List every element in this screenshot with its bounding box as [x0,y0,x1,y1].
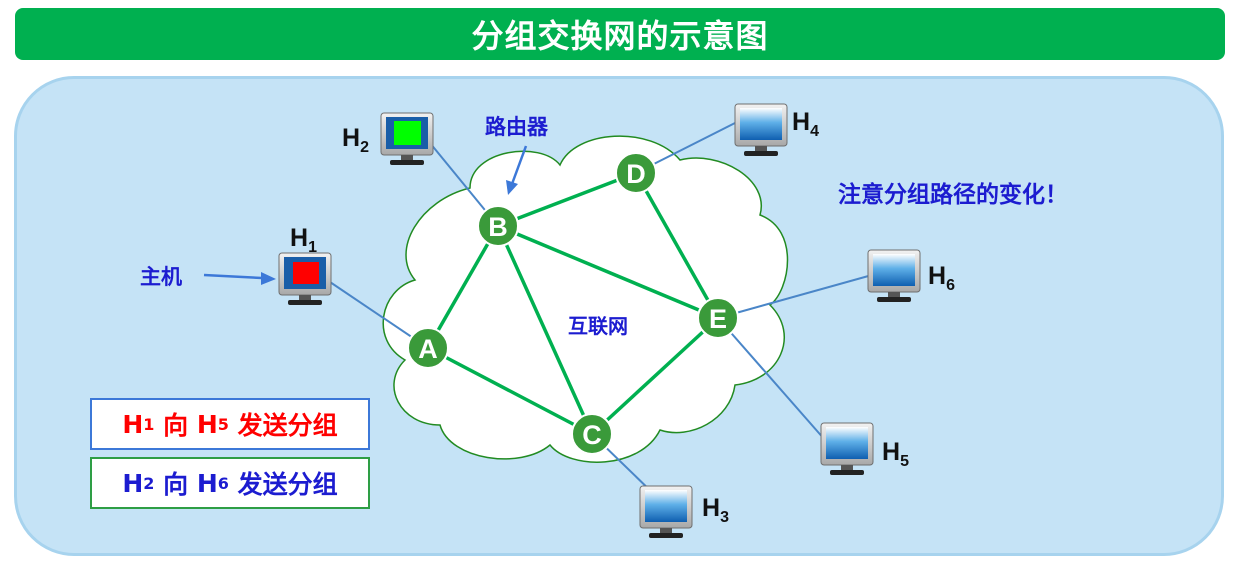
link-h6-e [717,274,873,319]
host-arrow-icon [203,272,276,285]
svg-text:A: A [418,334,438,364]
svg-text:D: D [626,159,646,189]
host-h2-label: H2 [342,124,369,156]
path-change-note: 注意分组路径的变化！ [838,181,1068,208]
host-h4-computer-icon [734,103,788,156]
svg-text:E: E [709,304,727,334]
router-b: B [477,205,519,247]
host-h3-label: H3 [702,494,729,526]
svg-text:B: B [488,212,508,242]
link-d-e [634,172,720,319]
router-d: D [615,152,657,194]
link-b-e [497,224,719,320]
internet-label: 互联网 [568,314,628,338]
link-b-d [497,171,637,228]
link-b-a [426,225,500,349]
router-e: E [697,297,739,339]
link-c-e [590,316,720,436]
host-label: 主机 [140,265,182,289]
host-h2-computer-icon [380,112,434,165]
router-a: A [407,327,449,369]
page-title: 分组交换网的示意图 [15,8,1225,60]
router-label: 路由器 [485,115,549,139]
link-a-c [427,346,593,436]
host-h6-computer-icon [867,249,921,302]
link-h5-e [717,317,826,441]
svg-text:C: C [582,420,602,450]
router-arrow-icon [506,145,528,195]
host-h1-computer-icon [278,252,332,305]
router-c: C [571,413,613,455]
host-h5-computer-icon [820,422,874,475]
host-h5-label: H5 [882,438,909,470]
host-h6-label: H6 [928,262,955,294]
host-h3-computer-icon [639,485,693,538]
host-h1-label: H1 [290,224,317,256]
host-h4-label: H4 [792,108,819,140]
link-b-c [496,225,594,435]
